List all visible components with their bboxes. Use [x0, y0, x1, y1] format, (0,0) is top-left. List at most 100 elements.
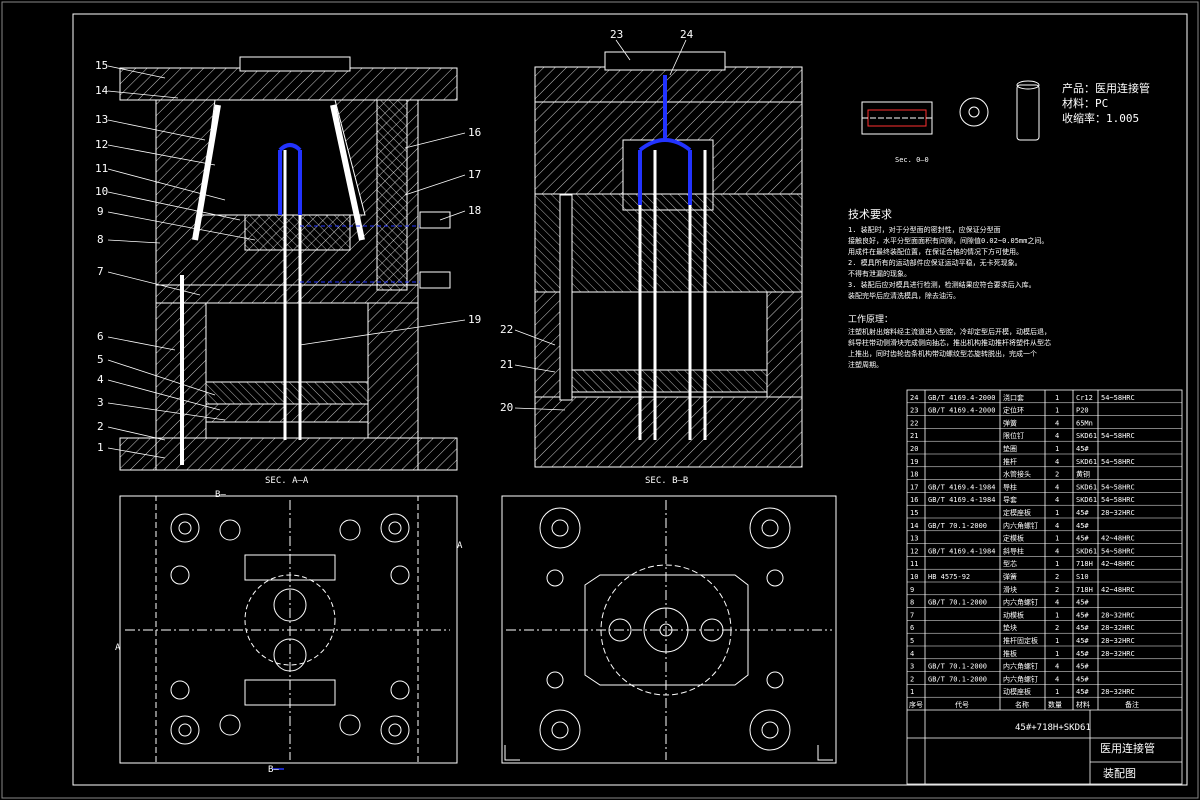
bom-cell-mat: 45# [1076, 637, 1089, 645]
bom-cell-qty: 1 [1055, 509, 1059, 517]
bom-header-qty: 数量 [1048, 700, 1062, 709]
bom-cell-name: 浇口套 [1003, 393, 1024, 402]
callout-11: 11 [95, 162, 108, 175]
bom-cell-no: 19 [910, 458, 918, 466]
bom-cell-mat: SKD61 [1076, 432, 1097, 440]
bom-cell-name: 导套 [1003, 495, 1017, 504]
sprue-highlight [638, 75, 692, 205]
callout-2: 2 [97, 420, 104, 433]
bom-cell-qty: 1 [1055, 445, 1059, 453]
work-principle-line: 斜导柱带动侧滑块完成侧向抽芯，推出机构推动推杆将塑件从型芯 [848, 338, 1051, 347]
bom-cell-no: 22 [910, 419, 918, 427]
bom-cell-qty: 2 [1055, 624, 1059, 632]
bom-cell-mat: 45# [1076, 688, 1089, 696]
bom-cell-name: 斜导柱 [1003, 546, 1024, 555]
bom-cell-no: 2 [910, 675, 914, 683]
bom-cell-code: GB/T 70.1-2000 [928, 599, 987, 607]
bom-cell-qty: 2 [1055, 573, 1059, 581]
callout-5: 5 [97, 353, 104, 366]
bom-cell-name: 垫块 [1003, 623, 1017, 632]
bom-cell-note: 42~48HRC [1101, 560, 1135, 568]
tech-req-line: 1. 装配时，对于分型面的密封性，应保证分型面 [848, 225, 1001, 234]
tech-req-title: 技术要求 [848, 208, 892, 221]
bom-cell-note: 42~48HRC [1101, 586, 1135, 594]
callout-23: 23 [610, 28, 623, 41]
bom-cell-qty: 1 [1055, 650, 1059, 658]
bom-cell-name: 弹簧 [1003, 418, 1017, 427]
callout-1: 1 [97, 441, 104, 454]
bom-cell-qty: 1 [1055, 560, 1059, 568]
callouts-left-group [107, 65, 256, 459]
callouts-bb-group [514, 39, 687, 411]
bom-cell-no: 21 [910, 432, 918, 440]
callout-20: 20 [500, 401, 513, 414]
bom-cell-no: 18 [910, 471, 918, 479]
bom-cell-mat: P20 [1076, 407, 1089, 415]
bom-header-note: 备注 [1125, 700, 1139, 709]
bom-header: 序号 代号 名称 数量 材料 备注 [909, 700, 1139, 709]
bom-cell-no: 24 [910, 394, 918, 402]
plan-view-left [119, 495, 458, 764]
bom-cell-mat: 45# [1076, 535, 1089, 543]
bom-cell-code: GB/T 4169.4-1984 [928, 483, 995, 491]
bom-cell-mat: 45# [1076, 675, 1089, 683]
section-a-a-view [119, 56, 458, 471]
section-b-b-view [534, 51, 803, 468]
bom-cell-mat: SKD61 [1076, 547, 1097, 555]
plan-view-right [501, 495, 837, 764]
callout-21: 21 [500, 358, 513, 371]
bom-cell-no: 10 [910, 573, 918, 581]
product-material-label: 材料：PC [1062, 96, 1108, 110]
bom-cell-qty: 4 [1055, 547, 1059, 555]
tech-req-line: 用成件在最终装配位置，在保证合格的情况下方可使用。 [848, 247, 1023, 256]
bom-header-name: 名称 [1015, 700, 1029, 709]
bom-cell-qty: 4 [1055, 675, 1059, 683]
callout-9: 9 [97, 205, 104, 218]
bom-cell-note: 54~58HRC [1101, 432, 1135, 440]
bom-cell-mat: 45# [1076, 445, 1089, 453]
bom-cell-mat: 45# [1076, 611, 1089, 619]
section-bb-caption: SEC. B—B [645, 476, 688, 486]
bom-cell-note: 28~32HRC [1101, 624, 1135, 632]
marker-b-top: B— [215, 490, 226, 500]
bom-cell-no: 9 [910, 586, 914, 594]
bom-cell-name: 推板 [1003, 649, 1017, 658]
product-title: 医用连接管 [1100, 741, 1155, 755]
bom-cell-no: 13 [910, 535, 918, 543]
bom-cell-no: 7 [910, 611, 914, 619]
bom-cell-name: 导柱 [1003, 482, 1017, 491]
bom-cell-code: GB/T 4169.4-2000 [928, 407, 995, 415]
tech-req-line: 不得有泄漏的现象。 [848, 269, 911, 278]
bom-cell-mat: 黄铜 [1076, 470, 1090, 479]
runner-highlight [278, 143, 302, 215]
bom-cell-mat: SKD61 [1076, 483, 1097, 491]
bom-header-no: 序号 [909, 700, 923, 709]
bom-header-mat: 材料 [1076, 700, 1090, 709]
callout-13: 13 [95, 113, 108, 126]
bom-cell-code: GB/T 70.1-2000 [928, 522, 987, 530]
bom-cell-name: 动模座板 [1003, 687, 1031, 696]
callout-8: 8 [97, 233, 104, 246]
bom-cell-code: GB/T 70.1-2000 [928, 663, 987, 671]
bom-cell-qty: 4 [1055, 419, 1059, 427]
bom-cell-note: 42~48HRC [1101, 535, 1135, 543]
bom-cell-qty: 1 [1055, 688, 1059, 696]
bom-cell-no: 1 [910, 688, 914, 696]
bom-cell-no: 20 [910, 445, 918, 453]
bom-cell-note: 54~58HRC [1101, 547, 1135, 555]
tech-req-line: 装配完毕后应清洗模具，除去油污。 [848, 291, 960, 300]
bom-cell-qty: 4 [1055, 663, 1059, 671]
bom-cell-note: 54~58HRC [1101, 394, 1135, 402]
bom-cell-mat: Cr12 [1076, 394, 1093, 402]
bom-cell-qty: 4 [1055, 458, 1059, 466]
bom-cell-note: 54~58HRC [1101, 458, 1135, 466]
bom-cell-name: 限位钉 [1003, 431, 1024, 440]
bom-cell-no: 6 [910, 624, 914, 632]
bom-cell-no: 17 [910, 483, 918, 491]
bom-cell-mat: 45# [1076, 650, 1089, 658]
callout-22: 22 [500, 323, 513, 336]
bom-cell-mat: 718H [1076, 586, 1093, 594]
